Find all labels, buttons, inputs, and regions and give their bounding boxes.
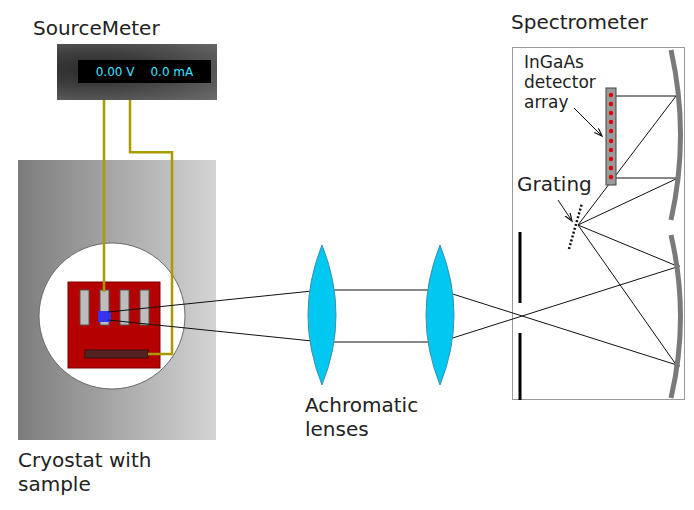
text-holder: SourceMeter [33, 16, 160, 40]
text-holder: InGaAs detector array [524, 52, 604, 112]
text-holder: Spectrometer [511, 10, 648, 34]
text-holder: Cryostat with sample [18, 448, 188, 496]
text-holder: Achromatic lenses [305, 393, 435, 441]
cryostat-illustration [18, 160, 216, 440]
current-reading: 0.0 mA [150, 65, 193, 79]
instrument-title: Spectrometer [511, 10, 648, 34]
cryostat-caption: Cryostat with sample [18, 448, 151, 496]
wire-connector [103, 100, 106, 160]
text-holder: Grating [517, 172, 607, 196]
achromatic-lens [426, 245, 454, 385]
instrument-title: SourceMeter [33, 16, 160, 40]
achromatic-lens [308, 245, 336, 385]
grating-label: Grating [517, 172, 607, 196]
voltage-reading: 0.00 V [96, 65, 135, 79]
detector-label: InGaAs detector array [524, 52, 604, 112]
cryostat-box: Cryostat with sample [18, 160, 216, 440]
connector-group [104, 100, 172, 160]
lens-label: Achromatic lenses [305, 393, 435, 441]
sourcemeter-box: SourceMeter0.00 V0.0 mA [57, 44, 217, 100]
meter-display: 0.00 V 0.0 mA [78, 60, 211, 83]
wire-connector [130, 100, 172, 160]
